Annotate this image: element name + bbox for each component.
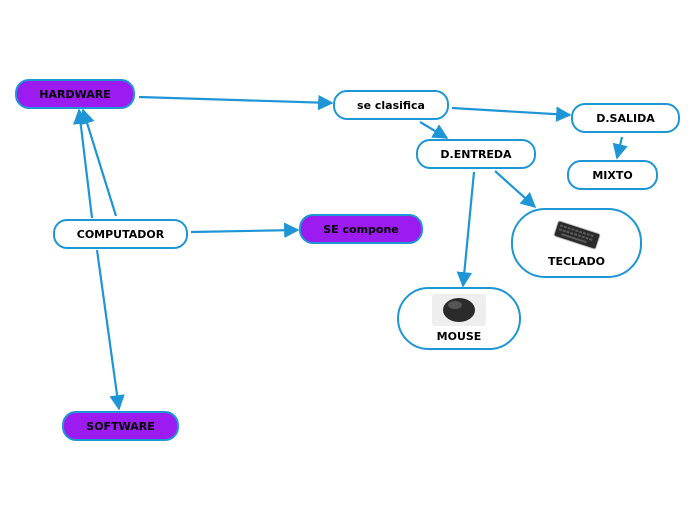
- d-entreda-node[interactable]: D.ENTREDA: [416, 139, 536, 169]
- d-salida-node[interactable]: D.SALIDA: [571, 103, 680, 133]
- edge-entreda-teclado: [494, 170, 537, 209]
- keyboard-icon: [553, 220, 600, 249]
- se-compone-node[interactable]: SE compone: [299, 214, 423, 244]
- edge-computador-hardware-a: [79, 108, 118, 217]
- edge-clasifica-entreda: [419, 121, 449, 139]
- edge-salida-mixto: [612, 136, 628, 160]
- mouse-label: MOUSE: [436, 330, 482, 343]
- hardware-label: HARDWARE: [39, 87, 111, 101]
- edge-computador-hardware-b: [73, 108, 94, 219]
- edge-clasifica-salida: [451, 106, 572, 122]
- d-entreda-label: D.ENTREDA: [440, 147, 512, 161]
- computador-label: COMPUTADOR: [76, 227, 165, 241]
- mouse-icon: [432, 294, 486, 326]
- se-clasifica-label: se clasifica: [357, 98, 425, 112]
- se-compone-label: SE compone: [323, 222, 399, 236]
- mixto-label: MIXTO: [592, 168, 633, 182]
- software-label: SOFTWARE: [86, 419, 155, 433]
- software-node[interactable]: SOFTWARE: [62, 411, 179, 441]
- edge-computador-secompone: [190, 222, 300, 238]
- se-clasifica-node[interactable]: se clasifica: [333, 90, 449, 120]
- computador-node[interactable]: COMPUTADOR: [53, 219, 188, 249]
- mixto-node[interactable]: MIXTO: [567, 160, 658, 190]
- mouse-node[interactable]: MOUSE: [397, 287, 521, 350]
- edge-entreda-mouse: [456, 171, 476, 288]
- d-salida-label: D.SALIDA: [596, 111, 655, 125]
- teclado-node[interactable]: TECLADO: [511, 208, 642, 278]
- teclado-label: TECLADO: [547, 254, 606, 268]
- edge-hardware-clasifica: [138, 94, 334, 111]
- edge-computador-software: [95, 249, 125, 411]
- hardware-node[interactable]: HARDWARE: [15, 79, 135, 109]
